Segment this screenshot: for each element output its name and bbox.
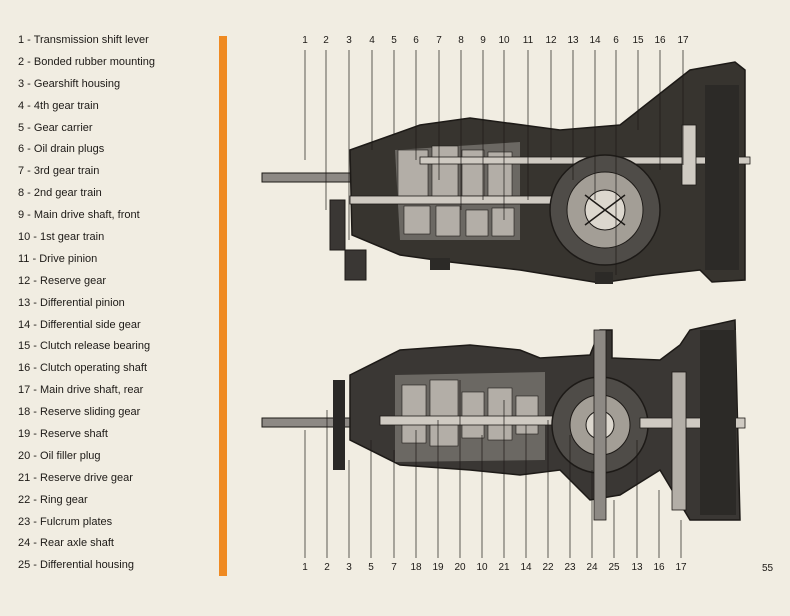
legend-item: 11 - Drive pinion	[18, 252, 98, 265]
legend-item: 3 - Gearshift housing	[18, 77, 121, 90]
callout-number: 6	[613, 35, 619, 46]
top-leader-lines	[304, 50, 684, 275]
bottom-leader-lines	[304, 380, 682, 558]
legend-item: 9 - Main drive shaft, front	[18, 209, 140, 222]
callout-number: 7	[436, 35, 442, 46]
callout-number: 15	[632, 35, 644, 46]
transmission-top-section	[261, 319, 746, 521]
callout-number: 10	[476, 562, 488, 573]
callout-number: 5	[368, 562, 374, 573]
legend-item: 22 - Ring gear	[18, 493, 88, 506]
callout-number: 16	[654, 35, 666, 46]
callout-number: 9	[480, 35, 486, 46]
callout-number: 17	[675, 562, 687, 573]
legend-item: 21 - Reserve drive gear	[18, 471, 133, 484]
legend-item: 25 - Differential housing	[18, 559, 134, 572]
legend-item: 7 - 3rd gear train	[18, 165, 100, 178]
callout-number: 14	[520, 562, 532, 573]
callout-number: 3	[346, 35, 352, 46]
callout-number: 2	[324, 562, 330, 573]
legend-item: 12 - Reserve gear	[18, 274, 107, 287]
callout-number: 4	[369, 35, 375, 46]
legend-item: 1 - Transmission shift lever	[18, 34, 149, 46]
callout-number: 13	[631, 562, 643, 573]
legend-item: 14 - Differential side gear	[18, 318, 141, 331]
callout-number: 1	[302, 562, 308, 573]
callout-number: 1	[302, 35, 308, 46]
legend-item: 24 - Rear axle shaft	[18, 537, 114, 550]
callout-number: 5	[391, 35, 397, 46]
callout-number: 6	[413, 35, 419, 46]
callout-number: 21	[498, 562, 510, 573]
callout-number: 2	[323, 35, 329, 46]
callout-number: 20	[454, 562, 466, 573]
callout-number: 25	[608, 562, 620, 573]
legend-item: 16 - Clutch operating shaft	[18, 362, 148, 375]
callout-number: 13	[567, 35, 579, 46]
legend-item: 17 - Main drive shaft, rear	[18, 384, 144, 397]
callout-number: 17	[677, 35, 689, 46]
legend-item: 8 - 2nd gear train	[18, 187, 102, 200]
legend-item: 20 - Oil filler plug	[18, 449, 101, 462]
callout-number: 12	[545, 35, 557, 46]
callout-number: 24	[586, 562, 598, 573]
legend-item: 4 - 4th gear train	[18, 99, 99, 112]
legend-item: 19 - Reserve shaft	[18, 428, 108, 441]
callout-number: 16	[653, 562, 665, 573]
legend-item: 2 - Bonded rubber mounting	[18, 55, 155, 68]
callout-number: 18	[410, 562, 422, 573]
legend-item: 15 - Clutch release bearing	[18, 340, 151, 353]
callout-number: 11	[522, 35, 534, 46]
legend-item: 6 - Oil drain plugs	[18, 143, 105, 156]
callout-number: 23	[564, 562, 576, 573]
callout-number: 22	[542, 562, 554, 573]
callout-number: 7	[391, 562, 397, 573]
page-number: 55	[762, 563, 774, 574]
callout-number: 3	[346, 562, 352, 573]
orange-accent-bar	[219, 36, 227, 576]
legend-item: 5 - Gear carrier	[18, 121, 93, 134]
legend-item: 10 - 1st gear train	[18, 231, 105, 244]
callout-number: 14	[589, 35, 601, 46]
callout-number: 19	[432, 562, 444, 573]
legend-item: 23 - Fulcrum plates	[18, 515, 113, 528]
callout-number: 8	[458, 35, 464, 46]
legend-item: 18 - Reserve sliding gear	[18, 406, 141, 419]
callout-number: 10	[498, 35, 510, 46]
parts-legend: 1 - Transmission shift lever 2 - Bonded r…	[18, 30, 218, 577]
legend-item: 13 - Differential pinion	[18, 296, 125, 309]
transmission-side-section	[261, 61, 751, 284]
